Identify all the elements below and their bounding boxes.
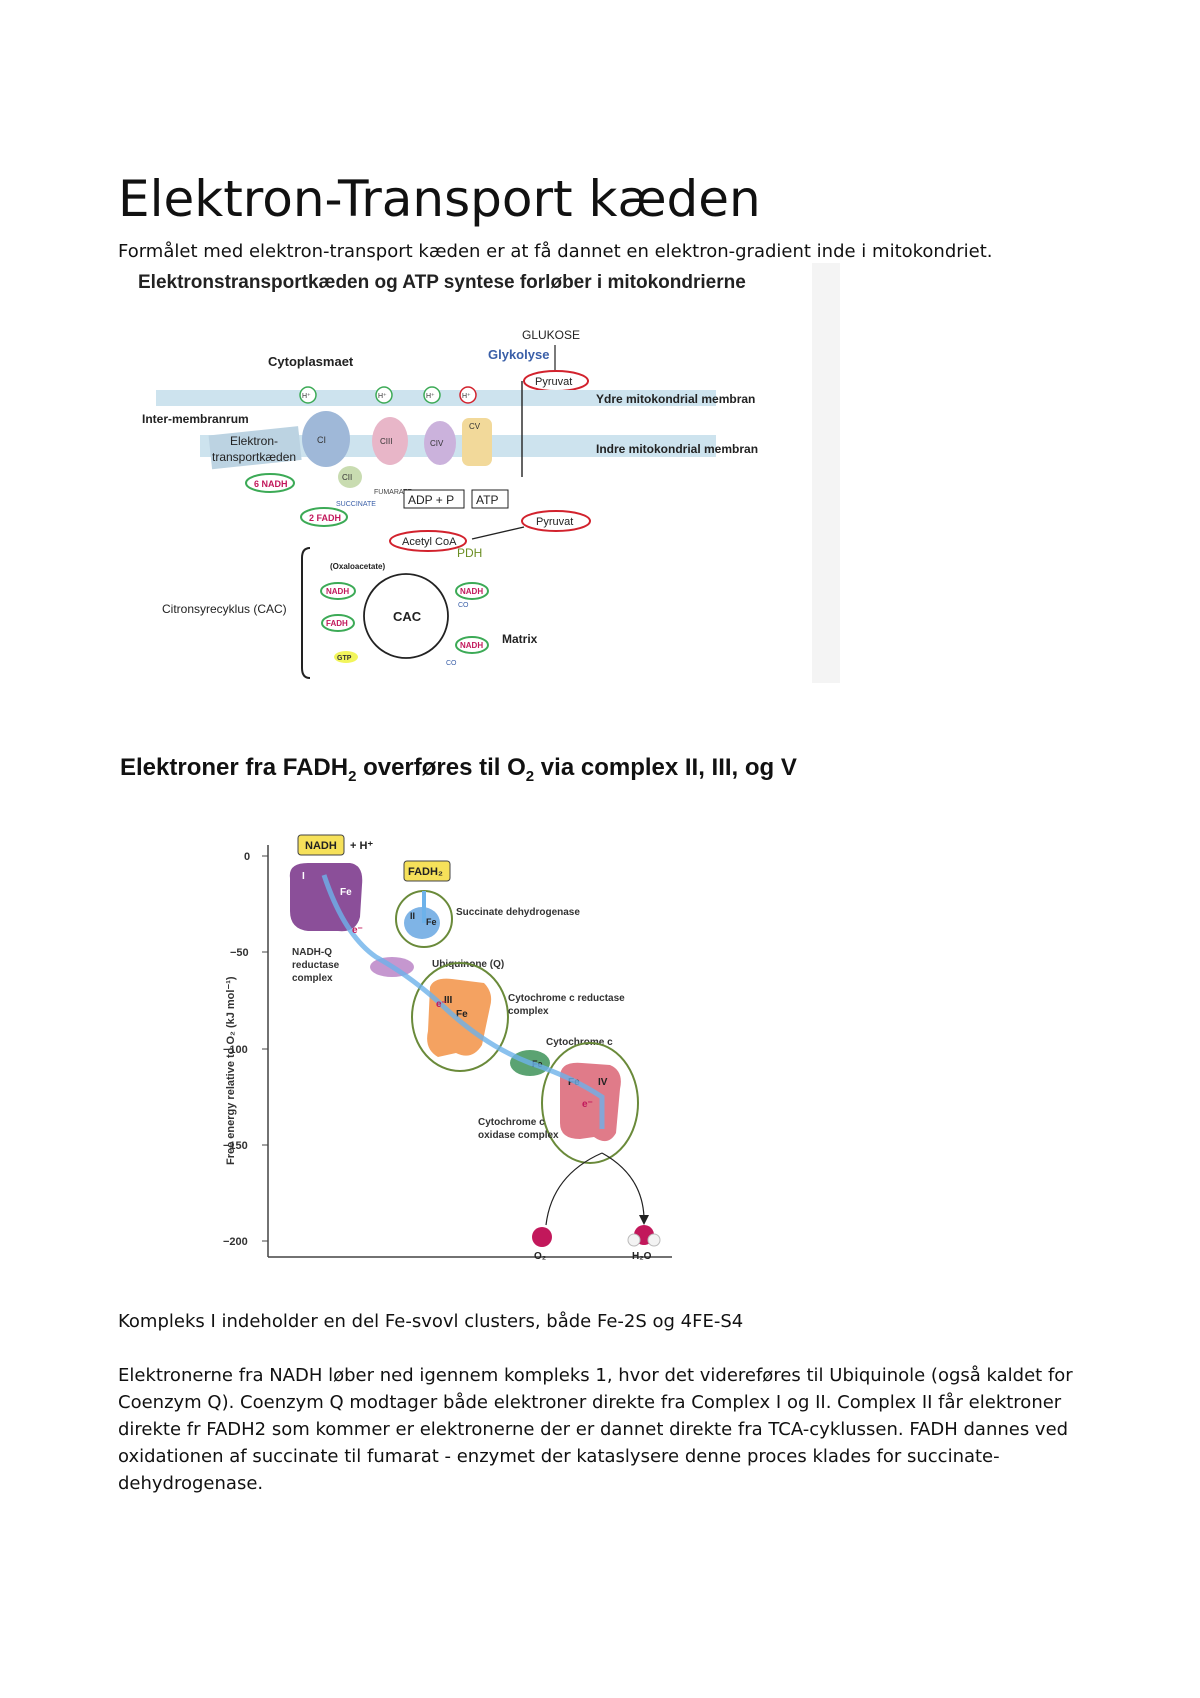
svg-text:GTP: GTP (337, 655, 352, 662)
cac-cycle (363, 573, 449, 659)
svg-text:Pyruvat: Pyruvat (536, 516, 573, 528)
svg-text:Fe: Fe (456, 1009, 468, 1020)
glykolyse-label: Glykolyse (488, 347, 549, 362)
acetyl-oval (389, 530, 467, 552)
complex-iii (372, 417, 408, 465)
svg-text:FUMARATE: FUMARATE (374, 489, 412, 496)
etc-overview-figure: Elektronstransportkæden og ATP syntese f… (112, 263, 840, 683)
svg-text:2 FADH: 2 FADH (309, 513, 341, 523)
svg-text:CO: CO (458, 602, 469, 609)
svg-text:+ H⁺: + H⁺ (350, 840, 373, 852)
complex-iv (424, 421, 456, 465)
etc-label-1: Elektron- (230, 434, 278, 448)
complex-iv-ring (541, 1042, 639, 1164)
svg-text:CO: CO (446, 660, 457, 667)
svg-text:III: III (444, 995, 453, 1006)
figure1-heading: Elektronstransportkæden og ATP syntese f… (138, 272, 746, 293)
svg-text:e⁻: e⁻ (436, 999, 447, 1010)
tick-100: −100 (223, 1044, 248, 1056)
y-axis-label: Free energy relative to O₂ (kJ mol⁻¹) (225, 976, 237, 1165)
complex-v (462, 418, 492, 466)
svg-text:PDH: PDH (457, 546, 482, 560)
svg-text:H⁺: H⁺ (302, 393, 311, 400)
svg-text:6 NADH: 6 NADH (254, 479, 288, 489)
glukose-label: GLUKOSE (522, 328, 580, 342)
svg-text:Acetyl CoA: Acetyl CoA (402, 536, 457, 548)
hplus-3 (423, 386, 441, 404)
svg-text:NADH-Q: NADH-Q (292, 947, 332, 958)
svg-text:CAC: CAC (393, 609, 422, 624)
nadh-box (297, 834, 345, 856)
svg-text:II: II (410, 911, 415, 921)
nadh6-oval (245, 473, 295, 493)
svg-text:I: I (302, 871, 305, 882)
tick-150: −150 (223, 1140, 248, 1152)
hplus-2 (375, 386, 393, 404)
complex-ii (338, 466, 362, 488)
svg-text:oxidase complex: oxidase complex (478, 1130, 559, 1141)
cytoplasma-label: Cytoplasmaet (268, 354, 354, 369)
svg-text:complex: complex (292, 973, 333, 984)
complex-ii-label: CII (342, 473, 352, 482)
o2-molecule (532, 1227, 552, 1247)
fadh2-oval (300, 507, 348, 527)
svg-text:complex: complex (508, 1006, 549, 1017)
pyruvat-top-label: Pyruvat (535, 376, 572, 388)
paragraph-electron-flow: Elektronerne fra NADH løber ned igennem … (118, 1365, 1073, 1494)
svg-text:e⁻: e⁻ (582, 1099, 593, 1110)
figure2-heading: Elektroner fra FADH2 overføres til O2 vi… (120, 754, 797, 785)
svg-text:ATP: ATP (476, 493, 498, 507)
paragraph-complex-i: Kompleks I indeholder en del Fe-svovl cl… (118, 1311, 744, 1332)
complex-iv-label: CIV (430, 439, 444, 448)
hplus-1 (299, 386, 317, 404)
intermembrane-label: Inter-membranrum (142, 412, 249, 426)
svg-text:NADH: NADH (305, 840, 337, 852)
pyruvat-bottom-oval (521, 510, 591, 532)
inner-membrane-label: Indre mitokondrial membran (596, 442, 758, 456)
free-energy-figure: Elektroner fra FADH2 overføres til O2 vi… (112, 745, 852, 1265)
svg-text:ADP + P: ADP + P (408, 493, 454, 507)
complex-i (289, 863, 363, 932)
outer-membrane-label: Ydre mitokondrial membran (596, 392, 755, 406)
intro-paragraph: Formålet med elektron-transport kæden er… (118, 241, 993, 262)
svg-text:Citronsyrecyklus (CAC): Citronsyrecyklus (CAC) (162, 602, 287, 616)
complex-iii-label: CIII (380, 437, 392, 446)
atp-box (471, 489, 509, 509)
svg-text:NADH: NADH (326, 587, 349, 596)
svg-text:SUCCINATE: SUCCINATE (336, 501, 376, 508)
svg-text:Cytochrome c: Cytochrome c (546, 1037, 613, 1048)
svg-text:FADH: FADH (326, 619, 348, 628)
svg-text:H₂O: H₂O (632, 1251, 652, 1262)
svg-text:O₂: O₂ (534, 1251, 546, 1262)
svg-text:H⁺: H⁺ (378, 393, 387, 400)
complex-i-label: CI (317, 435, 326, 445)
svg-text:Fe: Fe (340, 887, 352, 898)
svg-text:NADH: NADH (460, 641, 483, 650)
page-title: Elektron-Transport kæden (118, 170, 761, 228)
svg-text:reductase: reductase (292, 960, 340, 971)
svg-text:Matrix: Matrix (502, 632, 538, 646)
svg-text:Fe: Fe (426, 917, 437, 927)
svg-text:NADH: NADH (460, 587, 483, 596)
svg-text:FADH₂: FADH₂ (408, 866, 443, 878)
tick-50: −50 (230, 947, 249, 959)
svg-text:Cytochrome c: Cytochrome c (478, 1117, 545, 1128)
svg-text:IV: IV (598, 1077, 608, 1088)
etc-label-2: transportkæden (212, 450, 296, 464)
tick-200: −200 (223, 1236, 248, 1248)
svg-text:H⁺: H⁺ (426, 393, 435, 400)
y-ticks: 0 −50 −100 −150 −200 (223, 851, 268, 1248)
svg-text:Cytochrome c reductase: Cytochrome c reductase (508, 993, 625, 1004)
tick-0: 0 (244, 851, 250, 863)
svg-text:e⁻: e⁻ (352, 925, 363, 936)
complex-i (302, 411, 350, 467)
svg-text:H⁺: H⁺ (462, 393, 471, 400)
svg-text:Succinate dehydrogenase: Succinate dehydrogenase (456, 907, 580, 918)
fadh2-box (403, 860, 451, 882)
adp-box (403, 489, 465, 509)
complex-v-label: CV (469, 422, 481, 431)
svg-text:(Oxaloacetate): (Oxaloacetate) (330, 562, 385, 571)
hplus-4 (459, 386, 477, 404)
complex-iii-ring (411, 962, 509, 1072)
